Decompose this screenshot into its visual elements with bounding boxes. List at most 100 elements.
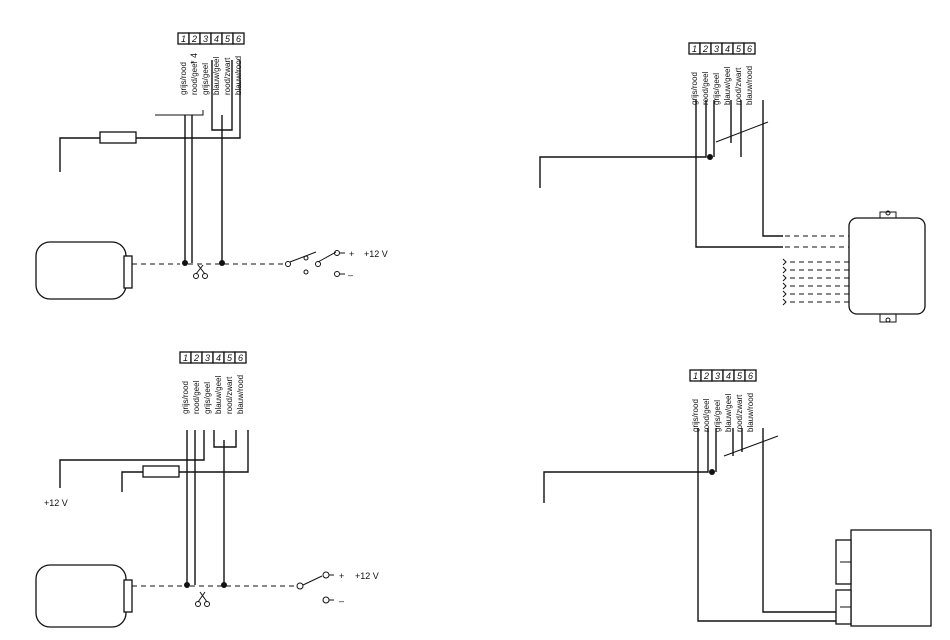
connector-terminal: [782, 274, 787, 282]
terminal-number: 3: [205, 353, 210, 363]
terminal-number: 4: [725, 44, 730, 54]
wire-label: rood/geel: [192, 380, 201, 414]
terminal-number: 2: [193, 353, 199, 363]
terminal-circle: [322, 571, 330, 579]
wire-label: blauw/rood: [236, 375, 245, 414]
wire-rood-geel: [543, 428, 709, 503]
terminal-number: 5: [737, 371, 743, 381]
fuse: [142, 465, 180, 478]
wire-rood-geel: [539, 100, 707, 188]
wire-label: grijs/rood: [179, 62, 188, 95]
wire-label: rood/zwart: [735, 394, 744, 432]
wire-label: grijs/rood: [691, 399, 700, 432]
connector-terminal: [782, 258, 787, 266]
terminal-number: 6: [238, 353, 243, 363]
terminal-number: 1: [692, 44, 697, 54]
terminal-number: 5: [736, 44, 742, 54]
cut-line: [715, 121, 769, 143]
terminal-number: 3: [203, 34, 208, 44]
terminal-number: 1: [183, 353, 188, 363]
terminal-number: 3: [715, 371, 720, 381]
junction-dot: [182, 260, 188, 266]
wire-blauw-rood-ground: [121, 430, 249, 492]
relay-plug-line: [840, 561, 851, 608]
terminal-number: 4: [214, 34, 219, 44]
wire-label: blauw/geel: [723, 67, 732, 105]
supply-12v-label: +12 V: [364, 249, 388, 259]
terminal-number: 2: [702, 44, 708, 54]
terminal-number: 3: [714, 44, 719, 54]
wire-grijs-rood: [695, 100, 783, 248]
wire-label: rood/zwart: [223, 57, 232, 95]
wire-label: rood/geel: [190, 61, 199, 95]
supply-plus-label: +: [339, 571, 344, 581]
wire-label: blauw/rood: [234, 56, 243, 95]
motor-cap: [123, 255, 133, 289]
junction-dot: [709, 469, 715, 475]
wire-label: grijs/geel: [201, 63, 210, 95]
terminal-cell: [232, 32, 245, 45]
motor-body: [35, 564, 127, 628]
switch-icon: [285, 250, 347, 277]
wire-label: grijs/geel: [203, 382, 212, 414]
terminal-number: 2: [703, 371, 709, 381]
relay-module: [850, 529, 932, 627]
supply-minus-label: –: [348, 270, 353, 280]
connector-terminal: [782, 290, 787, 298]
terminal-circle: [296, 582, 304, 590]
junction-dot: [707, 154, 713, 160]
terminal-number: 5: [225, 34, 231, 44]
wire-blauw-geel-loop: [213, 430, 237, 448]
wire-label: rood/geel: [701, 71, 710, 105]
wire-grijs-geel: [155, 110, 204, 116]
wire-label: grijs/rood: [690, 72, 699, 105]
wire-blauw-rood: [762, 428, 838, 613]
wire-label: grijs/geel: [713, 400, 722, 432]
terminal-number: 4: [216, 353, 221, 363]
connector-terminal: [782, 282, 787, 290]
connector-terminal: [782, 298, 787, 306]
terminal-number: 6: [748, 371, 753, 381]
wire-label: blauw/rood: [746, 393, 755, 432]
terminal-number: 6: [747, 44, 752, 54]
connector-terminal: [782, 266, 787, 274]
terminal-number: 1: [181, 34, 186, 44]
control-module: [848, 217, 926, 315]
terminal-circle: [322, 596, 330, 604]
wire-label: grijs/geel: [712, 73, 721, 105]
supply-12v-label: +12 V: [355, 571, 379, 581]
terminal-number: 1: [693, 371, 698, 381]
terminal-number: 4: [726, 371, 731, 381]
switch-lever: [302, 575, 323, 586]
motor-body: [35, 241, 127, 300]
wire-label: blauw/geel: [724, 394, 733, 432]
wire-label: grijs/rood: [181, 381, 190, 414]
wire-label: rood/zwart: [225, 376, 234, 414]
wire-label: blauw/rood: [745, 66, 754, 105]
terminal-cell: [743, 42, 756, 55]
junction-dot: [184, 582, 190, 588]
wire-label: blauw/geel: [212, 57, 221, 95]
motor-cap: [123, 579, 133, 613]
scissors-icon: [193, 264, 208, 279]
wire-label: blauw/geel: [214, 376, 223, 414]
wire-label: rood/geel: [702, 398, 711, 432]
supply-plus-label: +: [349, 249, 354, 259]
cut-line: [723, 435, 779, 457]
mount-hole: [885, 210, 891, 216]
junction-dot: [221, 582, 227, 588]
terminal-number: 6: [236, 34, 241, 44]
wire-label: rood/zwart: [734, 67, 743, 105]
terminal-number: 2: [191, 34, 197, 44]
module-connector-lines: [782, 235, 849, 306]
